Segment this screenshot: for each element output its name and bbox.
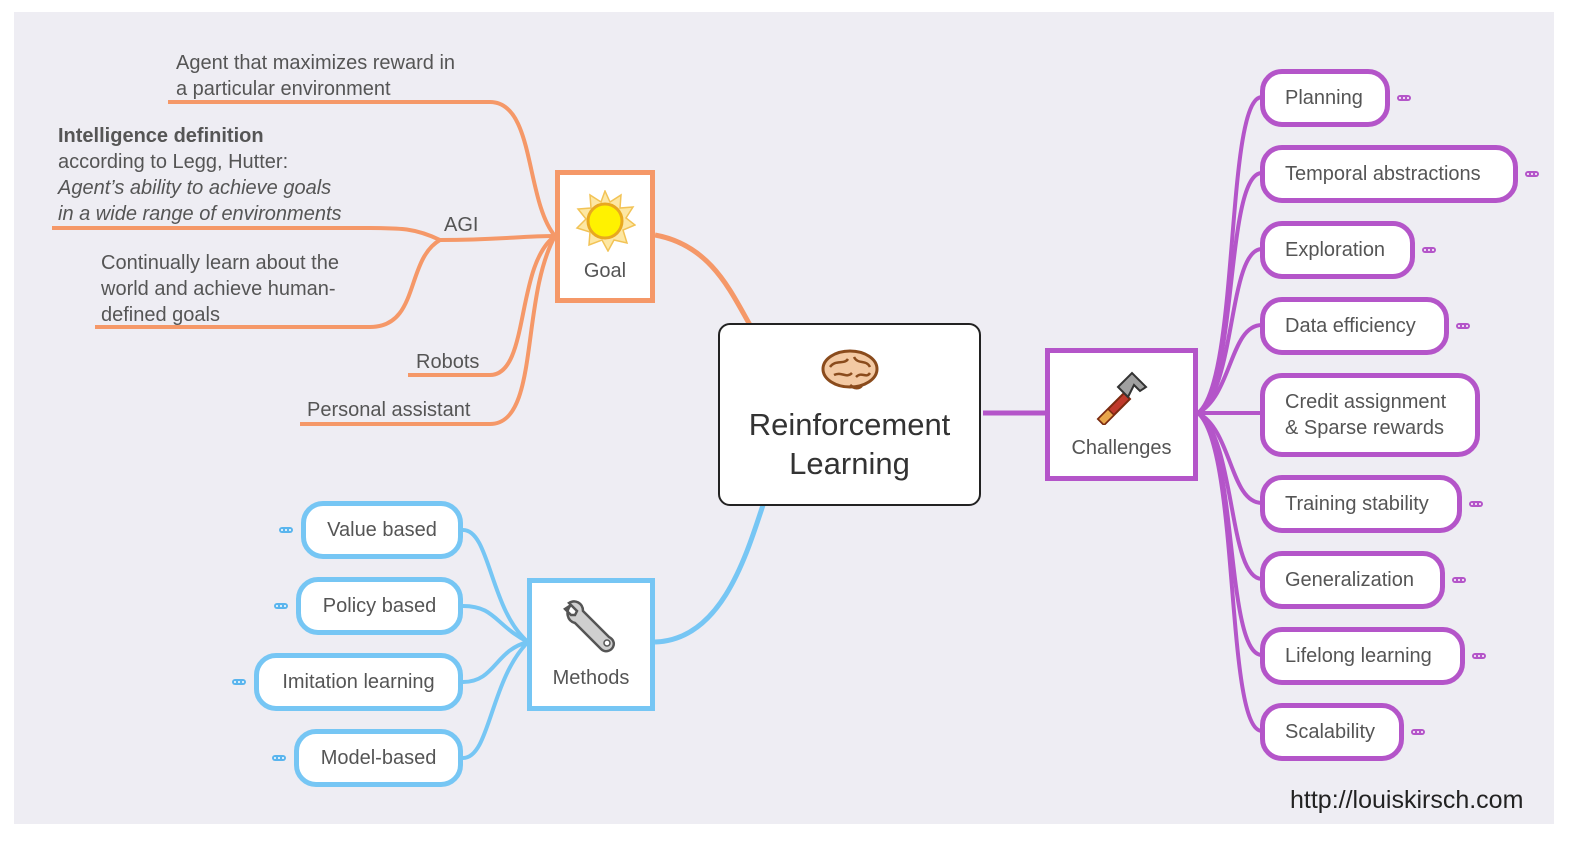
challenge-item[interactable]: Temporal abstractions: [1260, 145, 1518, 203]
challenge-item[interactable]: Scalability: [1260, 703, 1404, 761]
collapse-dots-icon[interactable]: [1472, 653, 1486, 659]
challenges-node[interactable]: Challenges: [1045, 348, 1198, 481]
collapse-dots-icon[interactable]: [1422, 247, 1436, 253]
collapse-dots-icon[interactable]: [1525, 171, 1539, 177]
challenges-label: Challenges: [1071, 437, 1172, 459]
method-item[interactable]: Model-based: [294, 729, 463, 787]
personal-assistant-label[interactable]: Personal assistant: [307, 399, 471, 421]
hammer-icon: [1094, 369, 1150, 427]
collapse-dots-icon[interactable]: [1469, 501, 1483, 507]
agent-definition-text: Agent that maximizes reward in a particu…: [176, 52, 456, 100]
collapse-dots-icon[interactable]: [274, 603, 288, 609]
methods-label: Methods: [552, 667, 630, 689]
challenge-item[interactable]: Data efficiency: [1260, 297, 1449, 355]
connector-challenges-exploration: [1196, 247, 1263, 415]
challenge-item[interactable]: Training stability: [1260, 475, 1462, 533]
collapse-dots-icon[interactable]: [1397, 95, 1411, 101]
method-item[interactable]: Policy based: [296, 577, 463, 635]
continual-learning-text: Continually learn about the world and ac…: [101, 252, 339, 326]
connector-agi-cont: [95, 238, 442, 329]
methods-node[interactable]: Methods: [527, 578, 655, 711]
source-url: http://louiskirsch.com: [1290, 786, 1524, 814]
connector-challenges-temporal: [1196, 171, 1263, 415]
connector-agi-intel: [52, 226, 441, 242]
connector-methods-model: [462, 640, 530, 760]
collapse-dots-icon[interactable]: [272, 755, 286, 761]
intelligence-definition-text: Intelligence definition according to Leg…: [58, 125, 342, 225]
challenge-item[interactable]: Generalization: [1260, 551, 1445, 609]
challenge-item[interactable]: Exploration: [1260, 221, 1415, 279]
connector-center-goal: [654, 232, 753, 327]
collapse-dots-icon[interactable]: [1456, 323, 1470, 329]
collapse-dots-icon[interactable]: [1411, 729, 1425, 735]
connector-methods-policy: [462, 604, 529, 644]
goal-label: Goal: [583, 260, 627, 282]
connector-challenges-data: [1196, 323, 1263, 415]
goal-node[interactable]: Goal: [555, 170, 655, 303]
method-item[interactable]: Imitation learning: [254, 653, 463, 711]
agi-label[interactable]: AGI: [444, 214, 479, 236]
method-item[interactable]: Value based: [301, 501, 463, 559]
brain-icon: [820, 347, 880, 391]
central-topic[interactable]: Reinforcement Learning: [718, 323, 981, 506]
connector-center-methods: [654, 504, 766, 645]
central-title: Reinforcement Learning: [748, 406, 951, 481]
connector-methods-value: [462, 528, 530, 644]
challenge-item[interactable]: Planning: [1260, 69, 1390, 127]
robots-label[interactable]: Robots: [416, 351, 480, 373]
connector-methods-imitation: [462, 640, 529, 684]
connector-agi-agent: [168, 100, 557, 238]
collapse-dots-icon[interactable]: [279, 527, 293, 533]
connector-challenges-scalability: [1196, 411, 1263, 733]
sun-icon: [574, 189, 637, 253]
challenge-item[interactable]: Credit assignment & Sparse rewards: [1260, 373, 1480, 457]
connector-challenges-lifelong: [1196, 411, 1263, 657]
collapse-dots-icon[interactable]: [1452, 577, 1466, 583]
collapse-dots-icon[interactable]: [232, 679, 246, 685]
wrench-icon: [563, 599, 619, 655]
connector-goal-agi: [439, 234, 556, 242]
connector-goal-robots: [408, 234, 557, 377]
connector-goal-assistant: [300, 235, 557, 426]
challenge-item[interactable]: Lifelong learning: [1260, 627, 1465, 685]
